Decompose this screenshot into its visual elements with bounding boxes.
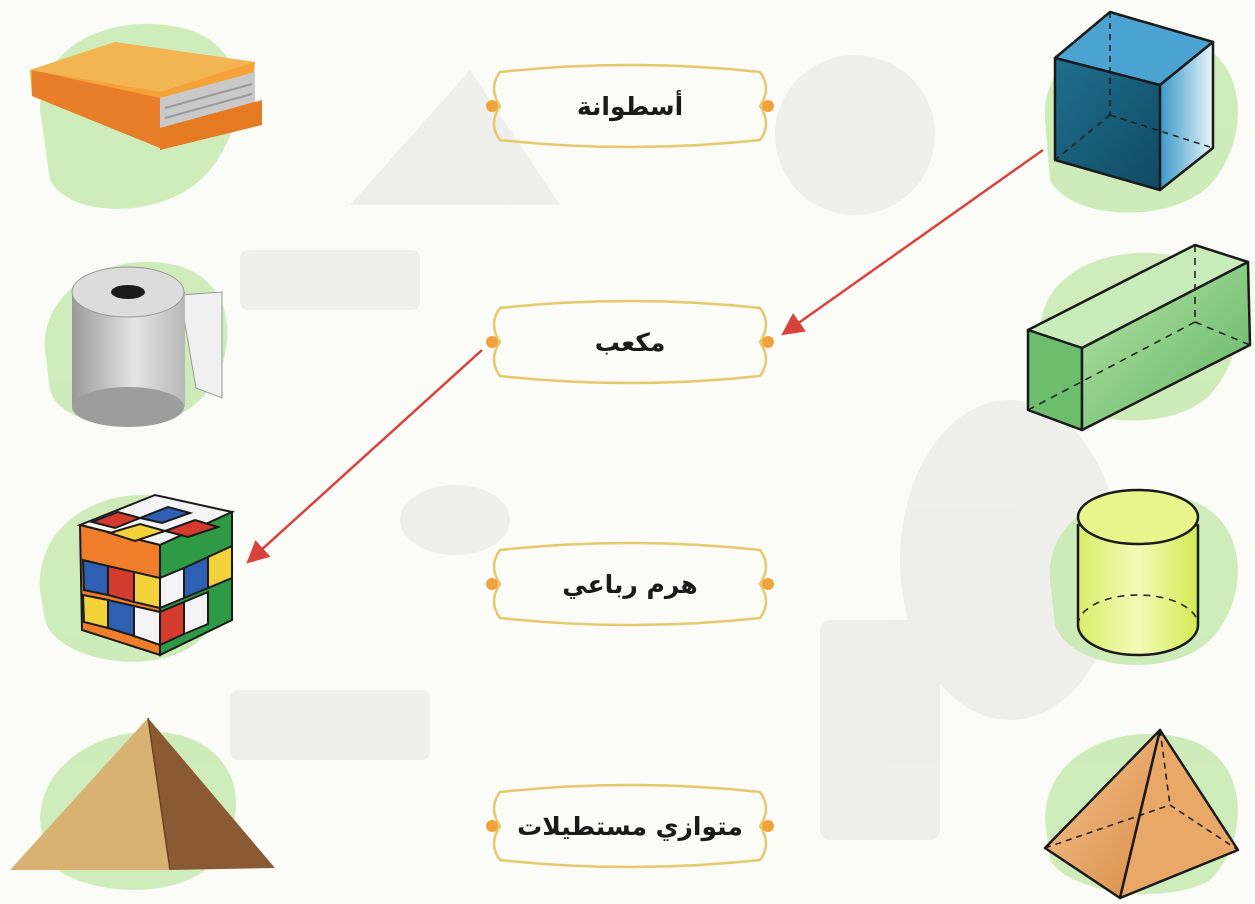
cylinder-icon[interactable]: [1076, 488, 1200, 657]
answer-arrows: [246, 148, 1044, 564]
rectangular-prism-icon[interactable]: [1026, 243, 1252, 432]
term-text: أسطوانة: [576, 91, 684, 121]
square-pyramid-icon[interactable]: [1043, 728, 1240, 900]
term-text: متوازي مستطيلات: [517, 811, 743, 841]
term-label-cube[interactable]: مكعب: [490, 307, 770, 377]
label-frames: [492, 63, 768, 869]
pyramid-icon[interactable]: [10, 717, 275, 871]
rubiks-cube-icon[interactable]: [76, 493, 236, 657]
connector-dots[interactable]: [486, 100, 774, 832]
term-label-cylinder[interactable]: أسطوانة: [490, 71, 770, 141]
background-ghost-art: [230, 55, 1120, 840]
cube-icon[interactable]: [1053, 10, 1215, 192]
arrow-cube-to-term: [781, 148, 1044, 336]
term-label-rectangular-prism[interactable]: متوازي مستطيلات: [490, 791, 770, 861]
term-text: هرم رباعي: [562, 569, 698, 599]
term-label-square-pyramid[interactable]: هرم رباعي: [490, 549, 770, 619]
toilet-paper-roll-icon[interactable]: [71, 266, 223, 427]
term-text: مكعب: [594, 327, 666, 357]
book-icon[interactable]: [30, 42, 262, 150]
arrow-term-to-rubiks: [246, 349, 483, 564]
